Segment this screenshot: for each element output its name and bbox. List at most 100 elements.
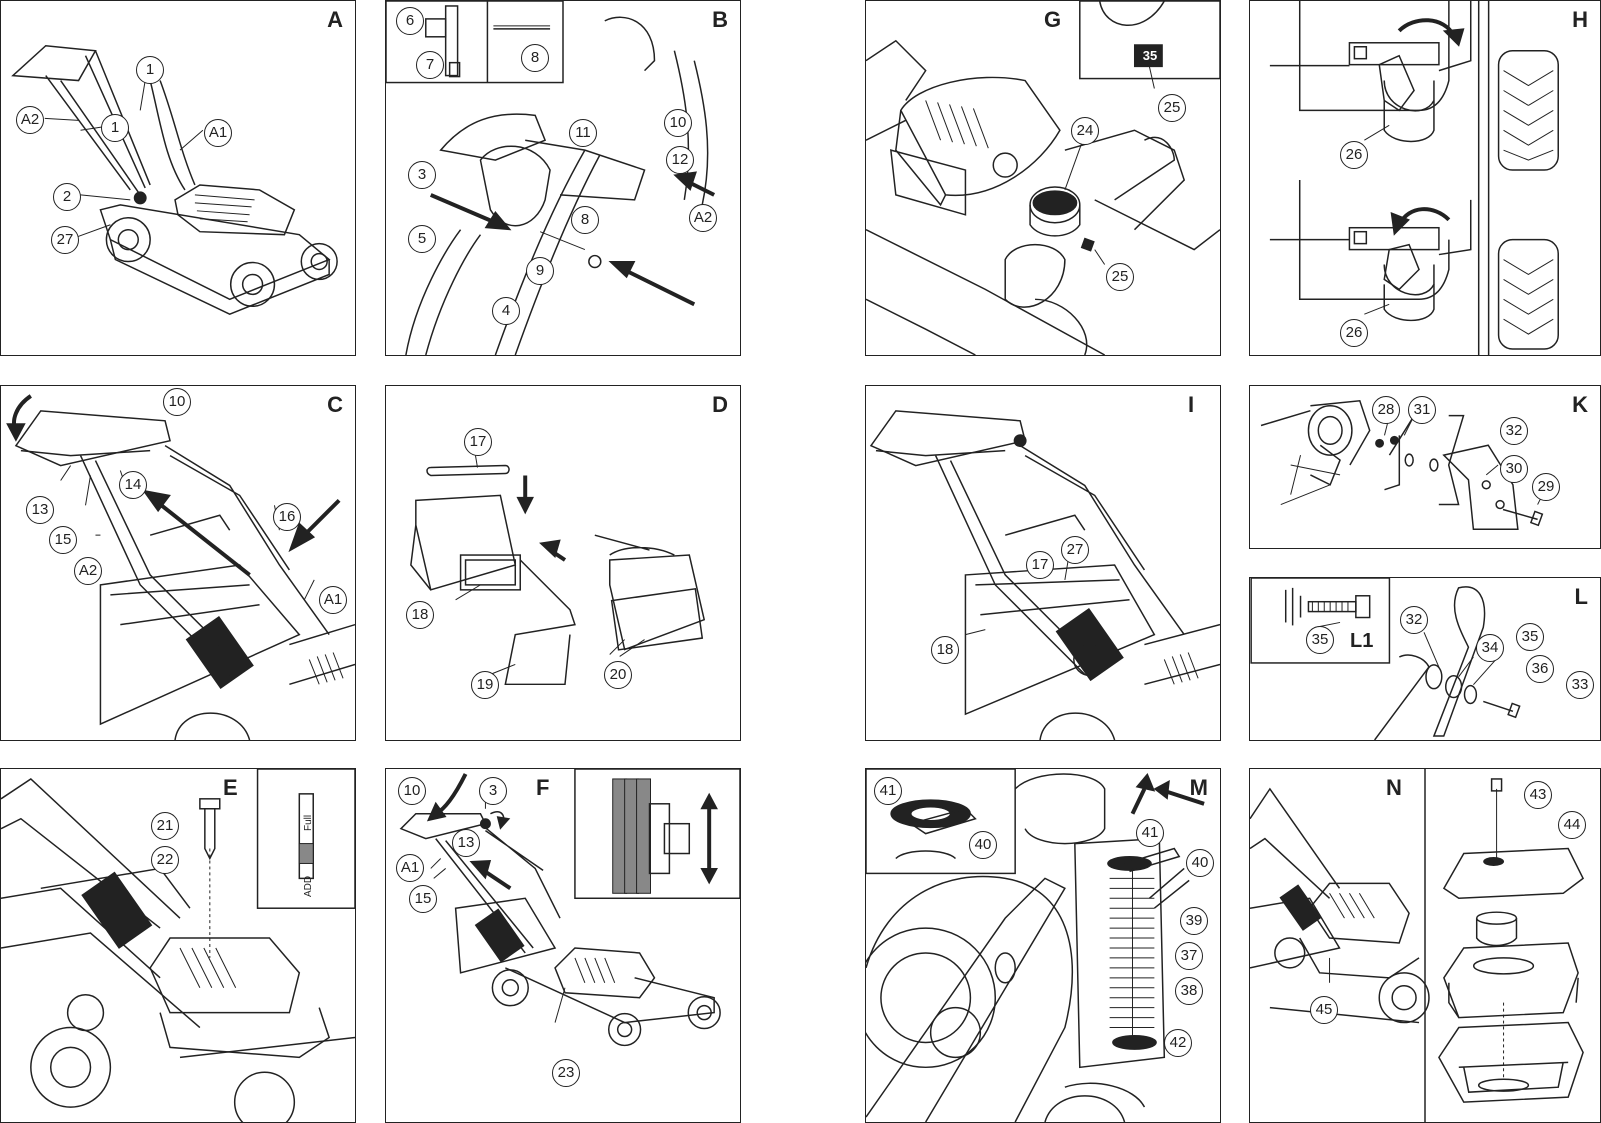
callout: 26 (1340, 141, 1368, 169)
callout: 8 (521, 44, 549, 72)
callout: 40 (969, 831, 997, 859)
panel-m-label: M (1189, 775, 1208, 800)
callout: 41 (1136, 819, 1164, 847)
panel-l: L L1 35 32 34 35 36 33 (1249, 577, 1601, 741)
panel-n: N 43 44 45 (1249, 768, 1601, 1123)
callout: 13 (452, 829, 480, 857)
callout: 11 (569, 119, 597, 147)
callout: 7 (416, 51, 444, 79)
callout: 8 (571, 206, 599, 234)
callout: A2 (689, 204, 717, 232)
panel-i-drawing (869, 410, 1220, 740)
panel-a: A 1 1 A2 A1 2 27 (0, 0, 356, 356)
callout: A2 (16, 106, 44, 134)
callout: 44 (1558, 811, 1586, 839)
callout: 27 (1061, 536, 1089, 564)
callout: 5 (408, 225, 436, 253)
panel-k-label: K (1572, 392, 1588, 417)
panel-h: H 26 26 (1249, 0, 1601, 356)
panel-l-label: L (1574, 584, 1588, 609)
panel-h-label: H (1572, 7, 1588, 32)
callout: 29 (1532, 473, 1560, 501)
callout: 3 (408, 161, 436, 189)
panel-a-drawing (11, 44, 338, 316)
callout: 40 (1186, 849, 1214, 877)
callout: A1 (319, 586, 347, 614)
panel-g-label: G (1044, 7, 1062, 32)
callout: 15 (409, 885, 437, 913)
gauge-add-label: ADD (303, 875, 314, 897)
callout: 13 (26, 496, 54, 524)
callout: A1 (204, 119, 232, 147)
callout: 25 (1106, 263, 1134, 291)
callout: A1 (396, 854, 424, 882)
callout: 9 (526, 257, 554, 285)
gauge-full-label: Full (303, 814, 314, 831)
panel-b-label: B (712, 7, 728, 32)
callout: 12 (666, 146, 694, 174)
panel-c: C 10 14 13 16 15 A2 A1 (0, 385, 356, 741)
panel-m-drawing (866, 769, 1205, 1122)
callout: 27 (51, 226, 79, 254)
callout: 39 (1180, 907, 1208, 935)
panel-g: G 35 25 24 25 (865, 0, 1221, 356)
panel-k: K 28 31 32 30 29 (1249, 385, 1601, 549)
callout: 10 (664, 109, 692, 137)
panel-e-drawing (1, 769, 355, 1122)
callout: 21 (151, 812, 179, 840)
callout: 16 (273, 503, 301, 531)
callout: 10 (163, 388, 191, 416)
callout: 38 (1175, 977, 1203, 1005)
callout: 6 (396, 7, 424, 35)
callout: 35 (1306, 626, 1334, 654)
callout: 10 (398, 777, 426, 805)
callout: 2 (53, 183, 81, 211)
panel-c-label: C (327, 392, 343, 417)
callout: 4 (492, 297, 520, 325)
callout: 15 (49, 526, 77, 554)
callout: 23 (552, 1059, 580, 1087)
panel-l1-label: L1 (1350, 630, 1374, 652)
panel-n-drawing (1250, 769, 1585, 1122)
panel-g-drawing (866, 1, 1220, 355)
panel-n-label: N (1386, 775, 1402, 800)
panel-m: M 41 40 41 40 39 37 38 42 (865, 768, 1221, 1123)
panel-i: I 17 27 18 (865, 385, 1221, 741)
callout: 31 (1408, 396, 1436, 424)
callout: 1 (136, 56, 164, 84)
panel-i-label: I (1188, 392, 1195, 417)
panel-e: E Full ADD 21 22 (0, 768, 356, 1123)
callout: 37 (1175, 942, 1203, 970)
callout: 33 (1566, 671, 1594, 699)
callout: 42 (1164, 1029, 1192, 1057)
callout: 14 (119, 471, 147, 499)
callout: 19 (471, 671, 499, 699)
callout: 36 (1526, 655, 1554, 683)
callout: 18 (931, 636, 959, 664)
panel-h-drawing (1269, 1, 1559, 355)
callout: 41 (874, 777, 902, 805)
callout: 22 (151, 846, 179, 874)
callout: 25 (1158, 94, 1186, 122)
callout: 26 (1340, 319, 1368, 347)
panel-d-drawing (410, 455, 706, 686)
callout: 45 (1310, 996, 1338, 1024)
badge-35: 35 (1142, 48, 1158, 63)
callout: 18 (406, 601, 434, 629)
callout: 3 (479, 777, 507, 805)
callout: A2 (74, 557, 102, 585)
callout: 24 (1071, 117, 1099, 145)
panel-k-drawing (1260, 400, 1548, 530)
panel-e-label: E (223, 775, 238, 800)
callout: 20 (604, 661, 632, 689)
panel-c-drawing (6, 394, 355, 740)
callout: 32 (1500, 417, 1528, 445)
panel-d-label: D (712, 392, 728, 417)
panel-d: D 17 18 19 20 (385, 385, 741, 741)
callout: 17 (464, 428, 492, 456)
panel-a-label: A (327, 7, 343, 32)
panel-f-label: F (536, 775, 550, 800)
callout: 1 (101, 114, 129, 142)
panel-f-drawing (399, 769, 740, 1047)
panel-b: B 6 7 8 10 11 3 12 A2 8 5 9 4 (385, 0, 741, 356)
